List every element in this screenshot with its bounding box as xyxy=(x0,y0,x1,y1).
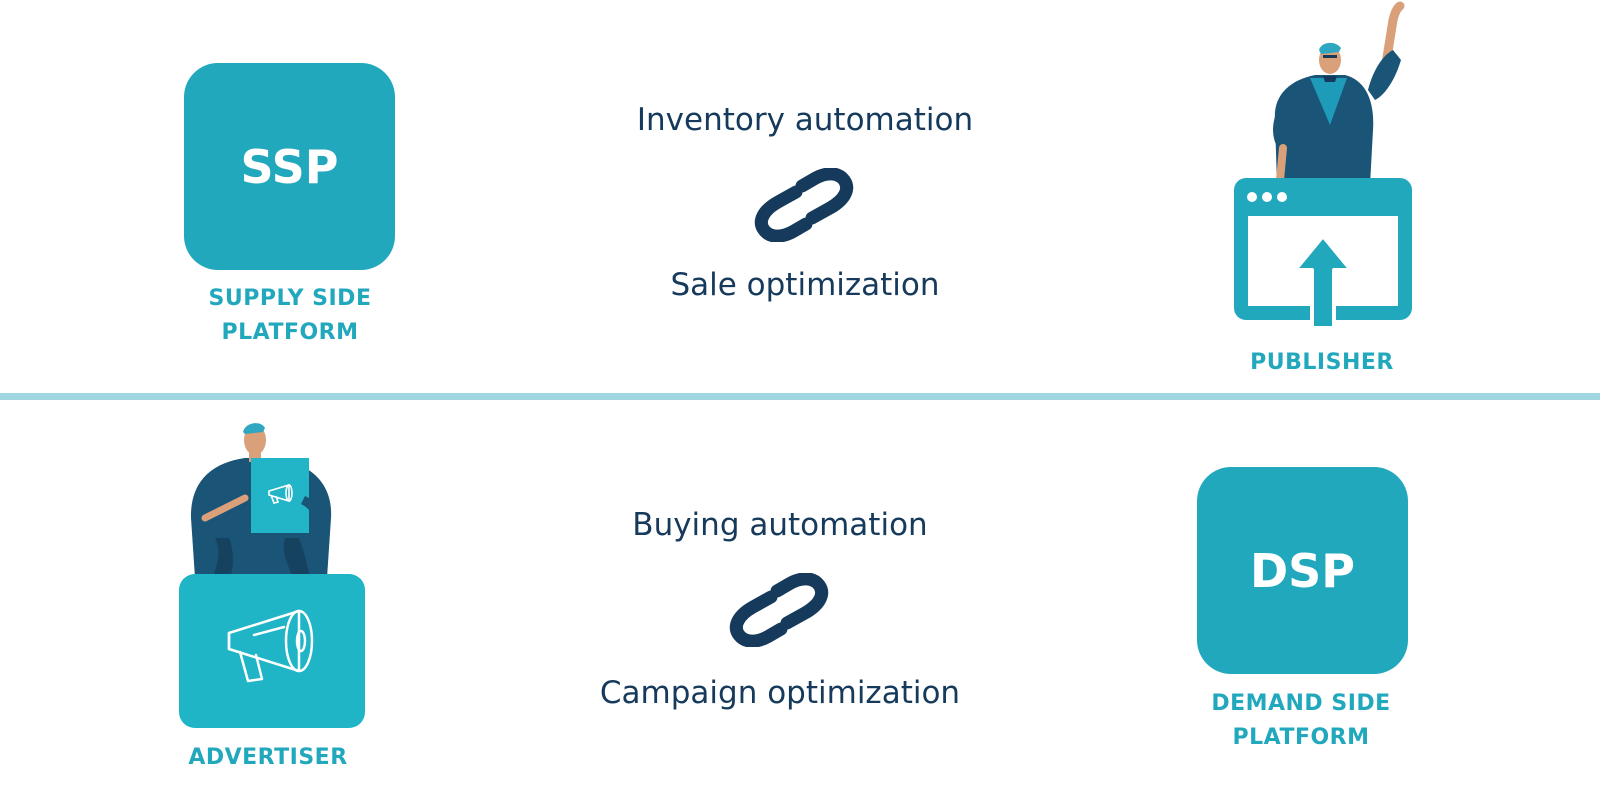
publisher-person-illustration xyxy=(1273,1,1405,185)
megaphone-icon xyxy=(227,609,314,683)
ssp-tile: SSP xyxy=(184,63,395,270)
dsp-abbr: DSP xyxy=(1249,543,1356,598)
advertiser-tile xyxy=(179,574,365,728)
ssp-caption: SUPPLY SIDE PLATFORM xyxy=(180,282,400,350)
upload-window-icon xyxy=(1234,178,1412,330)
inventory-automation-label: Inventory automation xyxy=(636,102,974,138)
advertiser-person-illustration xyxy=(190,423,332,578)
ssp-caption-line-1: SUPPLY SIDE xyxy=(208,286,372,311)
buying-automation-label: Buying automation xyxy=(632,507,928,543)
ssp-caption-line-2: PLATFORM xyxy=(221,320,359,345)
ssp-abbr: SSP xyxy=(240,139,339,194)
sale-optimization-label: Sale optimization xyxy=(670,267,940,303)
publisher-caption: PUBLISHER xyxy=(1250,350,1394,375)
link-icon xyxy=(754,168,854,242)
dsp-caption-line-1: DEMAND SIDE xyxy=(1211,691,1391,716)
dsp-caption: DEMAND SIDE PLATFORM xyxy=(1189,687,1413,755)
section-divider xyxy=(0,393,1600,400)
dsp-tile: DSP xyxy=(1197,467,1408,674)
dsp-caption-line-2: PLATFORM xyxy=(1232,725,1370,750)
advertiser-caption: ADVERTISER xyxy=(188,745,348,770)
link-icon xyxy=(729,573,829,647)
campaign-optimization-label: Campaign optimization xyxy=(599,675,961,711)
